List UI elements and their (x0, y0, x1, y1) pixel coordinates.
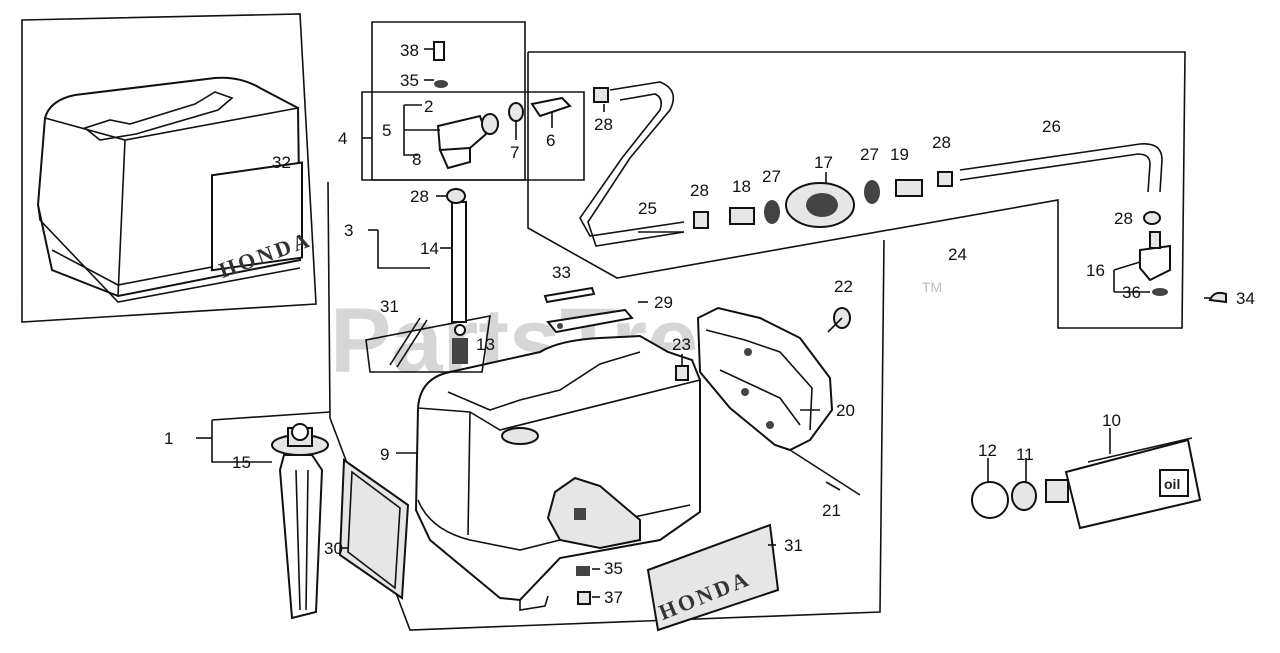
fuel-tank-frame (327, 181, 885, 631)
callouts: 38 35 2 5 4 8 7 6 28 28 3 14 31 13 32 1 … (164, 41, 1255, 607)
callout-16: 16 (1086, 261, 1105, 280)
hose-25-part (579, 81, 685, 247)
callout-36: 36 (1122, 283, 1141, 302)
callout-28-right: 28 (932, 133, 951, 152)
clip-36-part (1152, 288, 1168, 296)
callout-12: 12 (978, 441, 997, 460)
callout-15: 15 (232, 453, 251, 472)
callout-35-bottom: 35 (604, 559, 623, 578)
bolt-22-part (827, 307, 851, 333)
callout-1: 1 (164, 429, 173, 448)
rod-21-part (789, 449, 861, 496)
fuel-valve-part (436, 113, 499, 170)
callout-18: 18 (732, 177, 751, 196)
honda-decal-31-part: HONDA (646, 523, 780, 632)
plug-37-part (577, 591, 591, 605)
fitting-18-part (729, 207, 755, 225)
callout-30: 30 (324, 539, 343, 558)
callout-10: 10 (1102, 411, 1121, 430)
hose-26-part (959, 143, 1163, 193)
callout-23: 23 (672, 335, 691, 354)
callout-5: 5 (382, 121, 391, 140)
nut-23-part (675, 365, 689, 381)
valve-assembly-frame (361, 21, 585, 181)
cap-12-part (971, 481, 1009, 519)
primer-bulb-17-part (785, 182, 855, 228)
bolt-38-part (433, 41, 445, 61)
callout-11: 11 (1016, 445, 1034, 464)
clamp-28-lower-part (1143, 211, 1161, 225)
callout-22: 22 (834, 277, 853, 296)
callout-29: 29 (654, 293, 673, 312)
callout-20: 20 (836, 401, 855, 420)
callout-2: 2 (424, 97, 433, 116)
seal-11-part (1011, 481, 1037, 511)
clamp-27-left-part (764, 200, 780, 224)
cover-frame (21, 13, 317, 323)
clamp-28-right-part (937, 171, 953, 187)
callout-24: 24 (948, 245, 967, 264)
fuel-tank-part (414, 334, 701, 611)
callout-3: 3 (344, 221, 353, 240)
callout-9: 9 (380, 445, 389, 464)
joint-6-part (530, 96, 572, 118)
clamp-28-top-part (593, 87, 609, 103)
strap-29-part (546, 308, 634, 334)
callout-13: 13 (476, 335, 495, 354)
callout-27-right: 27 (860, 145, 879, 164)
callout-37: 37 (604, 588, 623, 607)
callout-32: 32 (272, 153, 291, 172)
callout-35-top: 35 (400, 71, 419, 90)
gasket-30-part (338, 458, 410, 600)
cap-34-part (1208, 291, 1227, 304)
strainer-13-part (452, 324, 468, 364)
callout-17: 17 (814, 153, 833, 172)
callout-38: 38 (400, 41, 419, 60)
pad-33-part (543, 286, 596, 304)
small-decal-31-part (365, 315, 491, 373)
callout-21: 21 (822, 501, 841, 520)
callout-19: 19 (890, 145, 909, 164)
fuel-line-frame (527, 51, 1186, 329)
washer-35-top-part (434, 80, 448, 88)
callout-25: 25 (638, 199, 657, 218)
clamp-28-pump-part (693, 211, 709, 229)
oil-bottle-10-part: oil (1045, 437, 1202, 530)
washer-7-part (508, 102, 524, 122)
tank-cover-part: HONDA (36, 76, 315, 303)
washer-35-bottom-part (576, 566, 590, 576)
fuel-gauge-15-part (271, 423, 329, 620)
callout-8: 8 (412, 150, 421, 169)
fitting-19-part (895, 179, 923, 197)
connector-16-part (1139, 231, 1171, 282)
callout-4: 4 (338, 129, 347, 148)
tank-bracket-part (696, 306, 834, 452)
callout-31-large: 31 (784, 536, 803, 555)
callout-6: 6 (546, 131, 555, 150)
oil-bottle-label: oil (1164, 476, 1180, 492)
pickup-tube-14-part (446, 188, 467, 323)
callout-14: 14 (420, 239, 439, 258)
callout-33: 33 (552, 263, 571, 282)
callout-26: 26 (1042, 117, 1061, 136)
callout-34: 34 (1236, 289, 1255, 308)
leader-lines (196, 48, 1210, 598)
callout-7: 7 (510, 143, 519, 162)
watermark-trademark: TM (922, 279, 942, 295)
callout-31-small: 31 (380, 297, 399, 316)
callout-28-top: 28 (594, 115, 613, 134)
callout-28-connector: 28 (1114, 209, 1133, 228)
callout-28-tube: 28 (410, 187, 429, 206)
callout-28-pump: 28 (690, 181, 709, 200)
callout-27-left: 27 (762, 167, 781, 186)
clamp-27-right-part (864, 180, 880, 204)
